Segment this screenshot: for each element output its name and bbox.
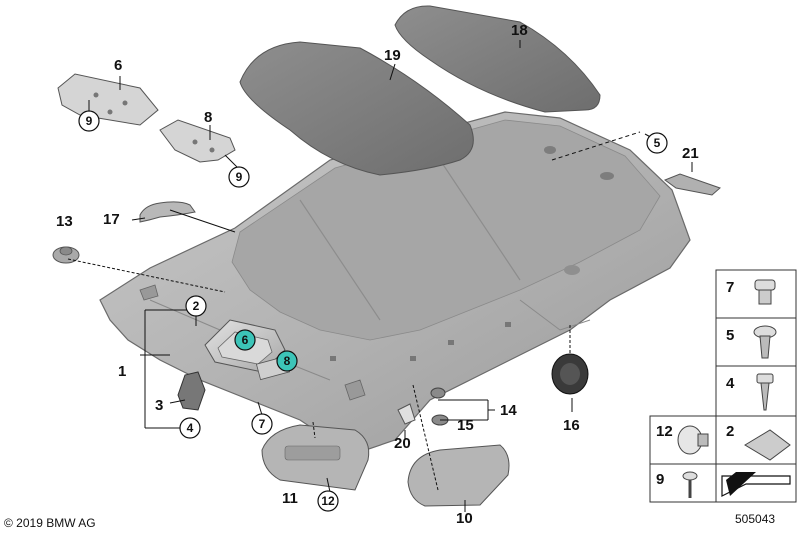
clip-13 [52,246,80,264]
circled-callout-12: 12 [317,490,339,512]
callout-19: 19 [384,47,401,64]
callout-11: 11 [282,490,298,507]
sun-visor-11 [261,424,370,491]
callout-10: 10 [456,510,473,527]
fastener-legend: 7 5 4 12 2 9 [649,269,797,503]
grab-handle-17 [139,201,196,223]
legend-5: 5 [726,327,734,344]
sound-insulation-18 [394,5,601,113]
svg-text:8: 8 [284,354,291,368]
callout-14: 14 [500,402,517,419]
callout-8: 8 [204,109,212,126]
callout-15: 15 [457,417,474,434]
clip-5-icon [753,325,777,359]
bracket-8 [159,119,236,163]
part-21 [663,173,721,196]
legend-7: 7 [726,279,734,296]
svg-text:5: 5 [654,136,661,150]
legend-12: 12 [656,423,673,440]
callout-18: 18 [511,22,528,39]
callout-17: 17 [103,211,120,228]
legend-2: 2 [726,423,734,440]
arrow-icon [721,472,791,497]
circled-callout-9a: 9 [78,110,100,132]
callout-21: 21 [682,145,699,162]
parts-15 [430,387,449,426]
leader-lines [67,40,693,512]
sun-visor-10 [407,444,510,507]
callout-6: 6 [114,57,122,74]
callout-13: 13 [56,213,73,230]
clip-7-icon [754,279,776,305]
svg-text:9: 9 [86,114,93,128]
clip-2-icon [744,429,791,461]
part-16 [551,353,589,395]
svg-text:9: 9 [236,170,243,184]
rivet-9-icon [682,471,698,498]
circled-callout-5: 5 [646,132,668,154]
legend-9: 9 [656,471,664,488]
circled-callout-9b: 9 [228,166,250,188]
bulb-12-icon [677,425,709,455]
svg-text:4: 4 [187,421,194,435]
callout-3: 3 [155,397,163,414]
screw-4-icon [756,373,774,411]
sound-insulation-19 [239,41,474,176]
bracket-6 [57,73,159,126]
diagram-number: 505043 [735,512,776,526]
svg-text:7: 7 [259,417,266,431]
copyright: © 2019 BMW AG [4,516,96,530]
svg-text:2: 2 [193,299,200,313]
part-20 [397,403,416,425]
svg-text:6: 6 [242,333,249,347]
svg-text:12: 12 [321,494,335,508]
highlighted-callout-6: 6 [234,329,256,351]
callout-1: 1 [118,363,126,380]
highlighted-callout-8: 8 [276,350,298,372]
callout-20: 20 [394,435,411,452]
circled-callout-2: 2 [185,295,207,317]
circled-callouts: 9 9 5 2 4 7 12 6 [78,110,668,512]
circled-callout-4: 4 [179,417,201,439]
callout-16: 16 [563,417,580,434]
circled-callout-7: 7 [251,413,273,435]
callout-labels: 6 8 17 13 19 18 21 1 3 14 15 16 20 11 10 [56,22,699,527]
legend-4: 4 [726,375,735,392]
